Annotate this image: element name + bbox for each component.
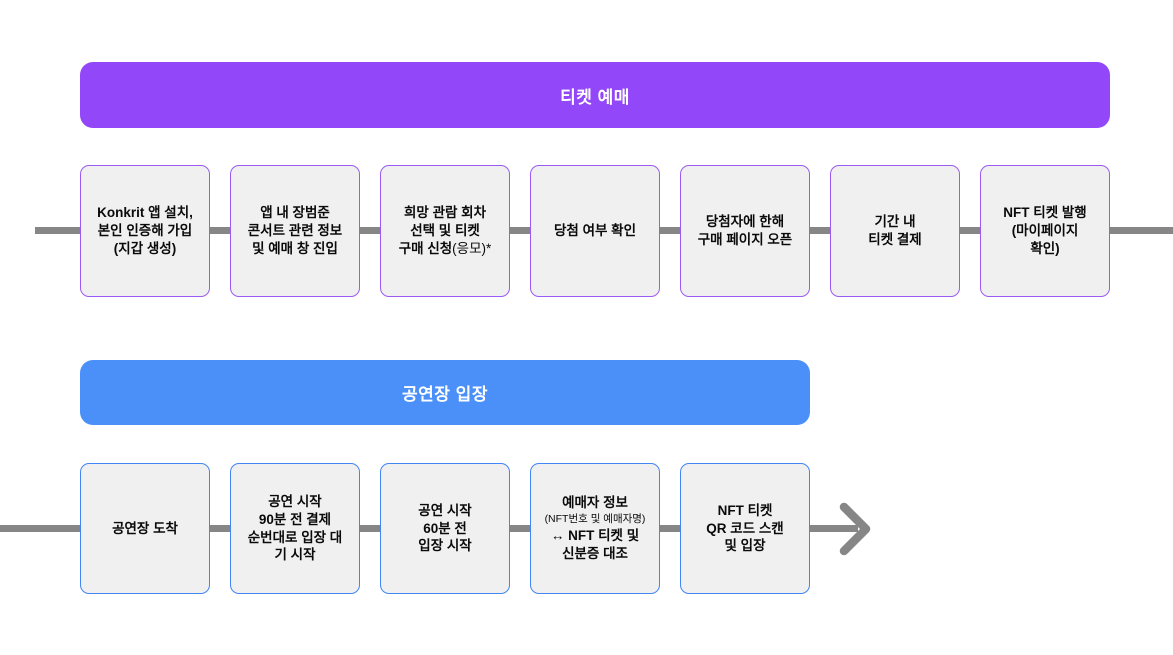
step-90min-wait: 공연 시작 90분 전 결제 순번대로 입장 대 기 시작 — [230, 463, 360, 594]
step-text-regular: (응모)* — [452, 240, 492, 256]
step-text-line4: 신분증 대조 — [562, 546, 628, 562]
step-text: 공연장 도착 — [112, 520, 178, 536]
step-text: 공연 시작 90분 전 결제 순번대로 입장 대 기 시작 — [247, 493, 343, 563]
entry-section-title: 공연장 입장 — [402, 385, 488, 404]
step-text: 기간 내 티켓 결제 — [868, 214, 922, 247]
step-app-install: Konkrit 앱 설치, 본인 인증해 가입 (지갑 생성) — [80, 165, 210, 297]
step-ticket-payment: 기간 내 티켓 결제 — [830, 165, 960, 297]
step-text: NFT 티켓 QR 코드 스캔 및 입장 — [706, 502, 784, 554]
step-venue-arrival: 공연장 도착 — [80, 463, 210, 594]
step-text-line3: ↔ NFT 티켓 및 — [550, 528, 640, 544]
ticket-section-header: 티켓 예매 — [80, 62, 1110, 128]
step-session-select: 희망 관람 회차 선택 및 티켓 구매 신청(응모)* — [380, 165, 510, 297]
step-text: 공연 시작 60분 전 입장 시작 — [418, 502, 472, 554]
ticket-section-title: 티켓 예매 — [560, 87, 630, 107]
flow-end-arrow-icon — [839, 502, 871, 556]
step-purchase-page-open: 당첨자에 한해 구매 페이지 오픈 — [680, 165, 810, 297]
step-concert-info: 앱 내 장범준 콘서트 관련 정보 및 예매 창 진입 — [230, 165, 360, 297]
step-qr-scan: NFT 티켓 QR 코드 스캔 및 입장 — [680, 463, 810, 594]
step-text: 앱 내 장범준 콘서트 관련 정보 및 예매 창 진입 — [247, 205, 343, 256]
step-text-line3: 구매 신청(응모)* — [399, 240, 492, 258]
step-text: 당첨 여부 확인 — [553, 223, 637, 239]
step-60min-entry: 공연 시작 60분 전 입장 시작 — [380, 463, 510, 594]
step-identity-check: 예매자 정보 (NFT번호 및 예매자명) ↔ NFT 티켓 및 신분증 대조 — [530, 463, 660, 594]
step-text-title: 예매자 정보 — [562, 494, 628, 510]
step-nft-issue: NFT 티켓 발행 (마이페이지 확인) — [980, 165, 1110, 297]
step-win-check: 당첨 여부 확인 — [530, 165, 660, 297]
step-text: NFT 티켓 발행 (마이페이지 확인) — [1003, 205, 1087, 256]
step-text: 당첨자에 한해 구매 페이지 오픈 — [697, 214, 793, 247]
step-text: Konkrit 앱 설치, 본인 인증해 가입 (지갑 생성) — [97, 205, 193, 256]
step-text: 희망 관람 회차 선택 및 티켓 — [403, 205, 487, 239]
entry-section-header: 공연장 입장 — [80, 360, 810, 425]
step-text-bold: 구매 신청 — [398, 240, 453, 256]
step-text-subtitle: (NFT번호 및 예매자명) — [544, 512, 646, 525]
